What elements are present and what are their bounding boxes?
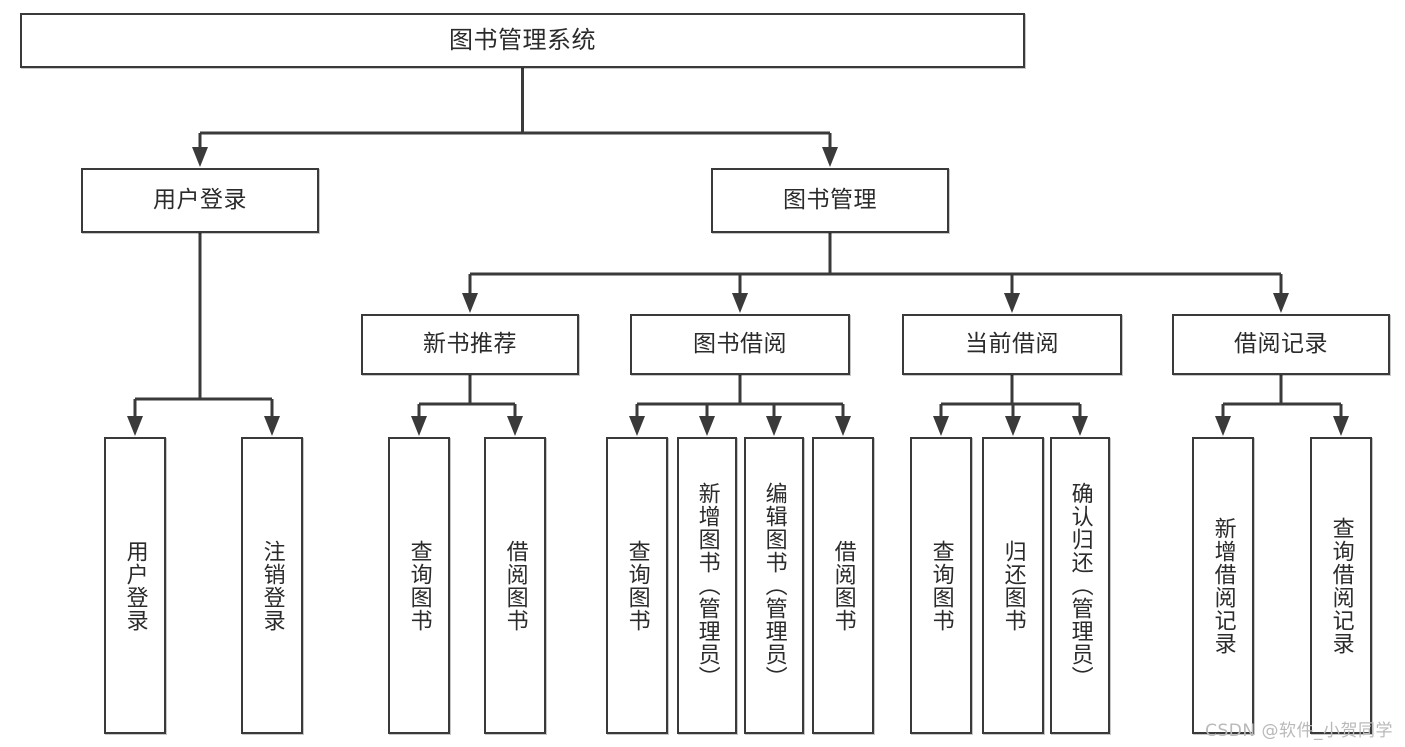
edge-arrowhead — [1072, 416, 1088, 436]
diagram-node-label: 归还图书 — [1000, 539, 1026, 632]
diagram-node-label: 当前借阅 — [965, 331, 1059, 358]
edge-arrowhead — [127, 416, 143, 436]
edge-arrowhead — [933, 416, 949, 436]
diagram-node-label: 查询图书 — [928, 539, 954, 632]
edge-arrowhead — [1004, 293, 1020, 313]
edge-arrowhead — [629, 416, 645, 436]
diagram-node-leaf-4: 查询图书 — [606, 437, 668, 734]
diagram-node-l1-1: 图书管理 — [711, 168, 949, 233]
edge-arrowhead — [462, 293, 478, 313]
edge-arrowhead — [1215, 416, 1231, 436]
diagram-node-leaf-9: 归还图书 — [982, 437, 1044, 734]
watermark: CSDN @软件_小贺同学 — [1205, 721, 1393, 741]
edge-arrowhead — [1333, 416, 1349, 436]
edge-arrowhead — [411, 416, 427, 436]
diagram-node-label: 图书管理系统 — [449, 25, 596, 54]
diagram-node-label: 新增借阅记录 — [1210, 516, 1236, 655]
edge-arrowhead — [192, 147, 208, 167]
diagram-node-leaf-0: 用户登录 — [104, 437, 166, 734]
diagram-node-leaf-10: 确认归还（管理员） — [1050, 437, 1110, 734]
diagram-node-root: 图书管理系统 — [20, 13, 1025, 68]
diagram-node-label: 借阅图书 — [830, 539, 856, 632]
diagram-node-l2-3: 借阅记录 — [1172, 314, 1390, 375]
diagram-node-label: 借阅记录 — [1234, 331, 1328, 358]
diagram-node-label: 新增图书（管理员） — [694, 482, 720, 689]
diagram-node-leaf-3: 借阅图书 — [484, 437, 546, 734]
diagram-node-label: 用户登录 — [153, 187, 247, 214]
diagram-node-label: 图书借阅 — [693, 331, 787, 358]
diagram-node-label: 查询图书 — [406, 539, 432, 632]
diagram-node-leaf-6: 编辑图书（管理员） — [744, 437, 804, 734]
diagram-node-leaf-5: 新增图书（管理员） — [677, 437, 737, 734]
edge-arrowhead — [835, 416, 851, 436]
edge-arrowhead — [264, 416, 280, 436]
diagram-node-l2-0: 新书推荐 — [361, 314, 579, 375]
diagram-node-label: 新书推荐 — [423, 331, 517, 358]
diagram-node-label: 借阅图书 — [502, 539, 528, 632]
edge-arrowhead — [766, 416, 782, 436]
diagram-node-label: 查询图书 — [624, 539, 650, 632]
diagram-node-l2-2: 当前借阅 — [902, 314, 1122, 375]
diagram-node-leaf-1: 注销登录 — [241, 437, 303, 734]
edge-arrowhead — [507, 416, 523, 436]
diagram-node-leaf-8: 查询图书 — [910, 437, 972, 734]
diagram-node-l2-1: 图书借阅 — [630, 314, 850, 375]
diagram-node-label: 图书管理 — [783, 187, 877, 214]
diagram-node-label: 用户登录 — [122, 539, 148, 632]
edge-arrowhead — [822, 147, 838, 167]
diagram-node-label: 确认归还（管理员） — [1067, 482, 1093, 689]
diagram-node-label: 查询借阅记录 — [1328, 516, 1354, 655]
diagram-node-leaf-7: 借阅图书 — [812, 437, 874, 734]
edge-arrowhead — [1005, 416, 1021, 436]
diagram-node-leaf-2: 查询图书 — [388, 437, 450, 734]
edge-arrowhead — [732, 293, 748, 313]
diagram-node-label: 编辑图书（管理员） — [761, 482, 787, 689]
diagram-node-leaf-12: 查询借阅记录 — [1310, 437, 1372, 734]
edge-arrowhead — [699, 416, 715, 436]
diagram-node-label: 注销登录 — [259, 539, 285, 632]
diagram-node-l1-0: 用户登录 — [81, 168, 319, 233]
edge-arrowhead — [1273, 293, 1289, 313]
diagram-node-leaf-11: 新增借阅记录 — [1192, 437, 1254, 734]
